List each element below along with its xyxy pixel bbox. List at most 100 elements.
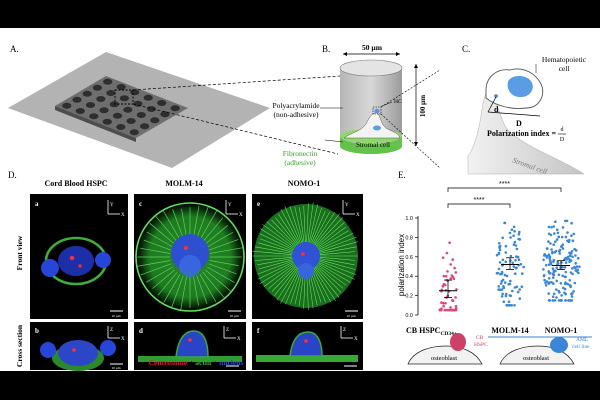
data-point bbox=[442, 304, 445, 308]
data-point bbox=[563, 287, 567, 291]
data-point bbox=[555, 238, 559, 241]
actin-fiber bbox=[313, 212, 336, 245]
data-point bbox=[454, 271, 458, 274]
actin-fiber bbox=[258, 259, 293, 270]
centrosome-b bbox=[72, 348, 76, 352]
data-point bbox=[509, 259, 512, 262]
actin-fiber bbox=[313, 267, 336, 302]
actin-fiber bbox=[311, 268, 326, 303]
data-point bbox=[560, 245, 563, 248]
data-point bbox=[567, 299, 570, 302]
data-point bbox=[513, 240, 517, 244]
data-point bbox=[555, 228, 559, 231]
data-point bbox=[570, 234, 573, 237]
sub-letter-d: d bbox=[139, 327, 143, 335]
data-point bbox=[577, 271, 580, 275]
actin-fiber bbox=[294, 207, 304, 243]
micrograph-f: f Z X bbox=[252, 322, 363, 370]
zoom-box bbox=[114, 89, 134, 105]
microwell-hole bbox=[106, 90, 116, 96]
data-point bbox=[497, 242, 501, 245]
data-point bbox=[566, 231, 569, 234]
data-point bbox=[547, 225, 551, 229]
data-point bbox=[501, 292, 505, 296]
svg-text:X: X bbox=[239, 213, 243, 218]
actin-fiber bbox=[149, 223, 175, 245]
actin-fiber bbox=[303, 205, 306, 243]
data-point bbox=[551, 267, 555, 270]
data-point bbox=[551, 295, 555, 299]
channel-legend: Centrosome + actin + nucleus bbox=[149, 358, 244, 367]
data-point bbox=[454, 296, 457, 299]
actin-fiber bbox=[196, 206, 209, 239]
actin-fiber bbox=[316, 264, 344, 289]
data-point bbox=[561, 226, 565, 229]
actin-fiber bbox=[289, 205, 302, 243]
actin-fiber bbox=[314, 266, 340, 298]
actin-fiber bbox=[196, 275, 208, 304]
axis-x-a: X bbox=[121, 213, 125, 218]
data-point bbox=[565, 258, 569, 261]
data-point bbox=[557, 299, 561, 302]
actin-fiber bbox=[140, 247, 171, 254]
actin-fiber bbox=[319, 236, 357, 252]
data-point bbox=[512, 265, 516, 268]
data-point bbox=[560, 235, 564, 239]
data-point bbox=[504, 260, 508, 264]
data-point bbox=[553, 232, 556, 235]
centrosome-e bbox=[301, 252, 305, 256]
data-point bbox=[497, 252, 501, 255]
actin-fiber bbox=[259, 238, 293, 252]
data-point bbox=[548, 257, 552, 261]
group-label-nomo-1: NOMO-1 bbox=[545, 326, 577, 335]
actin-fiber bbox=[314, 213, 340, 246]
data-point bbox=[575, 265, 579, 268]
actin-fiber bbox=[257, 261, 294, 280]
polarization-index-label: Polarization index = bbox=[487, 129, 556, 138]
polarization-frac-den: D bbox=[560, 137, 565, 143]
actin-fiber bbox=[319, 260, 357, 276]
data-point bbox=[542, 268, 545, 271]
actin-fiber bbox=[263, 263, 295, 287]
actin-fiber bbox=[271, 219, 297, 247]
data-point bbox=[497, 267, 501, 271]
data-point bbox=[552, 282, 555, 285]
actin-fiber bbox=[274, 266, 298, 296]
data-point bbox=[555, 296, 558, 299]
svg-text:10 µm: 10 µm bbox=[229, 314, 238, 318]
data-point bbox=[543, 278, 546, 282]
data-point bbox=[516, 290, 520, 294]
row-label-cross-section: Cross section bbox=[15, 324, 24, 367]
microwell-hole bbox=[150, 117, 160, 124]
microwell-hole bbox=[103, 78, 113, 85]
nucleus-d bbox=[175, 330, 209, 358]
data-point bbox=[502, 286, 506, 290]
data-point bbox=[449, 277, 453, 280]
actin-fiber bbox=[257, 260, 293, 275]
data-point bbox=[547, 292, 550, 295]
data-point bbox=[440, 301, 443, 304]
microwell-hole bbox=[146, 106, 156, 112]
data-point bbox=[543, 253, 546, 256]
actin-fiber bbox=[308, 204, 319, 243]
actin-fiber bbox=[257, 258, 293, 266]
data-point bbox=[563, 275, 567, 279]
chart-ylabel: polarization index bbox=[397, 234, 406, 296]
data-point bbox=[545, 280, 549, 283]
actin-fiber bbox=[268, 264, 296, 289]
data-point bbox=[504, 292, 508, 296]
svg-text:X: X bbox=[356, 213, 360, 218]
data-point bbox=[558, 249, 561, 253]
data-point bbox=[449, 263, 453, 266]
legend-centrosome: Centrosome bbox=[149, 358, 188, 367]
svg-text:X: X bbox=[121, 337, 125, 342]
data-point bbox=[500, 288, 504, 291]
D-label: D bbox=[516, 119, 522, 128]
data-point bbox=[551, 299, 554, 302]
legend-nucleus: nucleus bbox=[219, 358, 243, 367]
data-point bbox=[514, 259, 517, 262]
data-point bbox=[552, 292, 556, 296]
data-point bbox=[507, 300, 511, 304]
fibronectin-pointer bbox=[324, 139, 344, 143]
data-point bbox=[555, 266, 559, 269]
